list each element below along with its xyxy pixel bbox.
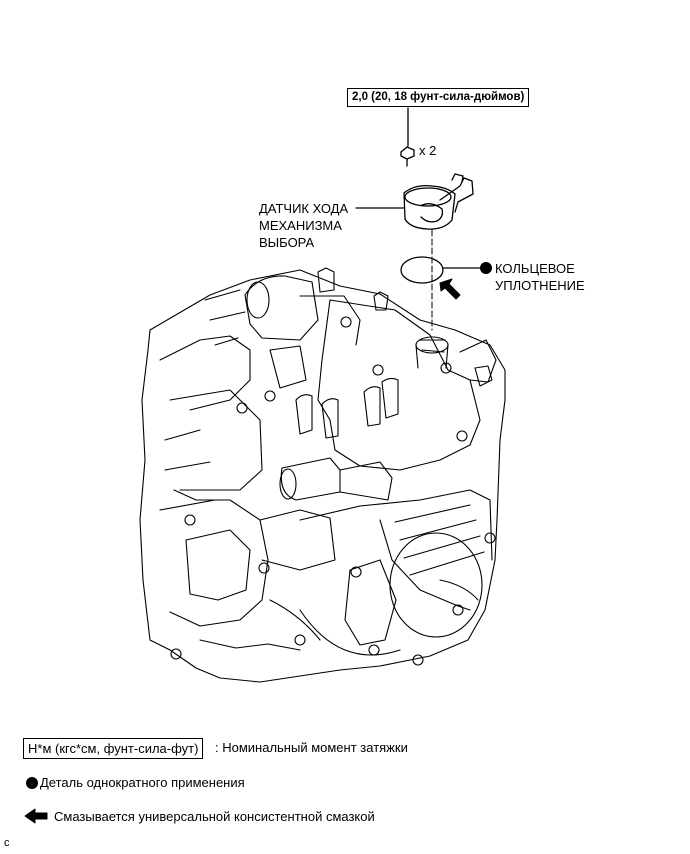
legend-grease-text: Смазывается универсальной консистентной …	[54, 809, 375, 824]
sensor-label-line-3: ВЫБОРА	[259, 235, 315, 250]
legend-non-reusable-text: Деталь однократного применения	[40, 775, 245, 790]
legend-torque-units-box: Н*м (кгс*см, фунт-сила-фут)	[23, 738, 204, 759]
torque-spec-box: 2,0 (20, 18 фунт-сила-дюймов)	[347, 88, 530, 107]
o-ring-label-line-1: КОЛЬЦЕВОЕ	[495, 261, 575, 276]
corner-mark: c	[4, 837, 10, 849]
non-reusable-part-icon	[480, 262, 492, 274]
shift-stroke-sensor	[403, 173, 474, 230]
grease-arrow-icon	[439, 278, 461, 300]
sensor-label-line-1: ДАТЧИК ХОДА	[259, 201, 349, 216]
transaxle-body	[139, 267, 506, 683]
o-ring-shape	[400, 256, 444, 284]
sensor-label-line-2: МЕХАНИЗМА	[259, 218, 342, 233]
bolt-quantity: x 2	[419, 143, 437, 158]
bolt-icon	[400, 146, 415, 167]
legend-non-reusable-icon	[26, 777, 38, 789]
legend-torque-description: : Номинальный момент затяжки	[215, 740, 408, 755]
legend-grease-arrow-icon	[24, 808, 48, 824]
o-ring-label-line-2: УПЛОТНЕНИЕ	[495, 278, 585, 293]
case-bolts	[170, 316, 496, 666]
